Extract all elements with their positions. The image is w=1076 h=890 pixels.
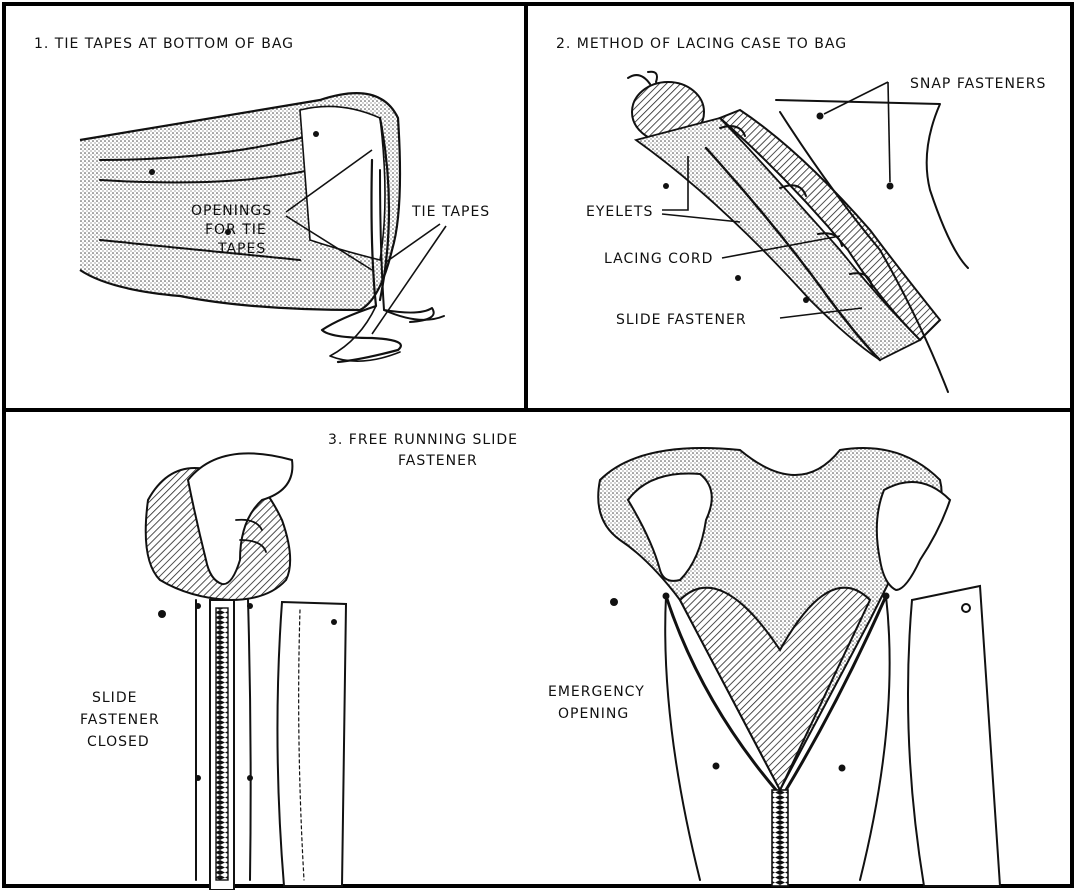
emergency-label-line-1: EMERGENCY <box>548 684 645 700</box>
panel1-title: 1. TIE TAPES AT BOTTOM OF BAG <box>34 36 294 52</box>
bag-bottom-drawing <box>80 93 400 310</box>
closed-label-line-1: SLIDE <box>92 690 137 706</box>
panel3-title-line-2: FASTENER <box>398 453 478 469</box>
lacing-drawing <box>628 72 968 392</box>
closed-label-line-2: FASTENER <box>80 712 160 728</box>
panel2-title: 2. METHOD OF LACING CASE TO BAG <box>556 36 847 52</box>
tie-tapes-label-text: TIE TAPES <box>411 204 490 220</box>
openings-label-line-3: TAPES <box>217 241 266 257</box>
slide-fastener-text: SLIDE FASTENER <box>616 312 747 328</box>
emergency-label-line-2: OPENING <box>558 706 629 722</box>
openings-label-line-2: FOR TIE <box>205 222 267 238</box>
closed-label: SLIDE FASTENER CLOSED <box>80 690 160 750</box>
panel-lacing: 2. METHOD OF LACING CASE TO BAG SNAP FAS… <box>556 36 1046 392</box>
panel-tie-tapes: 1. TIE TAPES AT BOTTOM OF BAG OPENINGS F… <box>34 36 490 362</box>
snap-fasteners-label: SNAP FASTENERS <box>824 76 1046 182</box>
closed-label-line-3: CLOSED <box>87 734 150 750</box>
openings-label-line-1: OPENINGS <box>191 203 272 219</box>
emergency-label: EMERGENCY OPENING <box>548 684 645 722</box>
panel3-title-line-1: 3. FREE RUNNING SLIDE <box>328 432 518 448</box>
panel-free-running: 3. FREE RUNNING SLIDE FASTENER SLIDE FAS… <box>80 432 1000 890</box>
eyelets-text: EYELETS <box>586 204 653 220</box>
snap-fasteners-text: SNAP FASTENERS <box>910 76 1046 92</box>
emergency-opening-drawing <box>598 448 1000 886</box>
slide-fastener-closed-drawing <box>146 453 346 890</box>
lacing-cord-text: LACING CORD <box>604 251 713 267</box>
